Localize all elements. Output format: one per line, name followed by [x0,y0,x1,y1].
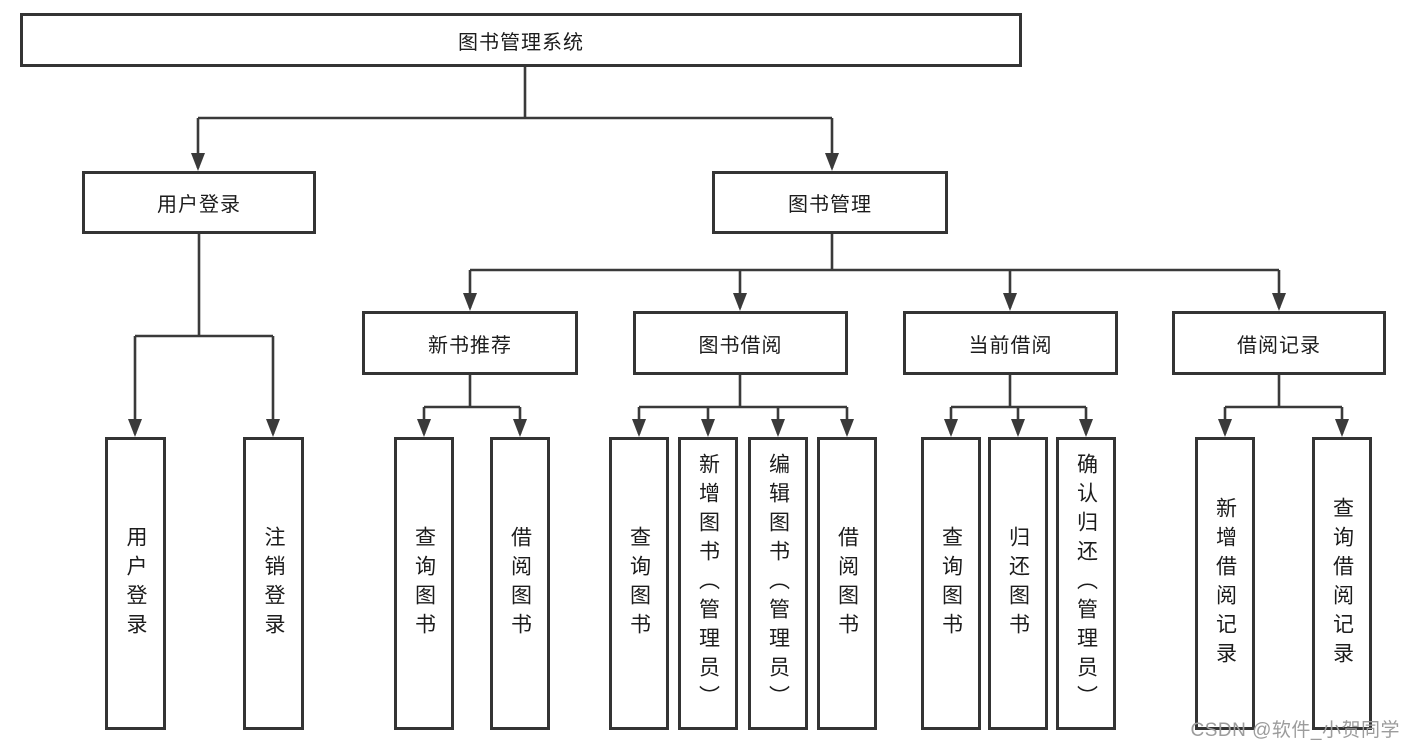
leaf-borrow-books: 借阅图书 [817,437,877,730]
node-book-borrowing: 图书借阅 [633,311,848,375]
node-label: 新书推荐 [428,334,512,357]
node-label: 查询图书 [412,525,436,642]
node-label: 新增借阅记录 [1213,496,1237,671]
node-book-management: 图书管理 [712,171,948,234]
node-borrowing-records: 借阅记录 [1172,311,1386,375]
node-label: 确认归还（管理员） [1074,453,1098,714]
csdn-watermark: CSDN @软件_小贺同学 [1190,720,1400,741]
leaf-query-books-borrowing: 查询图书 [609,437,669,730]
leaf-query-books-current: 查询图书 [921,437,981,730]
node-label: 注销登录 [262,525,285,642]
node-user-login: 用户登录 [82,171,316,234]
node-label: 用户登录 [124,525,147,642]
node-label: 借阅图书 [508,525,532,642]
leaf-confirm-return-admin: 确认归还（管理员） [1056,437,1116,730]
node-label: 编辑图书（管理员） [766,453,790,714]
node-label: 当前借阅 [968,334,1053,357]
node-label: 借阅图书 [835,525,859,642]
node-new-book-recommendation: 新书推荐 [362,311,578,375]
leaf-borrow-books-recommend: 借阅图书 [490,437,550,730]
arrowheads [128,153,1349,437]
leaf-query-books-recommend: 查询图书 [394,437,454,730]
leaf-return-books: 归还图书 [988,437,1048,730]
node-label: 查询图书 [627,525,651,642]
node-label: 归还图书 [1006,525,1030,642]
node-label: 新增图书（管理员） [696,453,720,714]
node-library-management-system: 图书管理系统 [20,13,1022,67]
leaf-add-borrow-record: 新增借阅记录 [1195,437,1255,730]
node-label: 用户登录 [157,194,241,216]
node-label: 图书借阅 [698,334,783,357]
leaf-add-books-admin: 新增图书（管理员） [678,437,738,730]
node-label: 查询图书 [939,525,963,642]
node-label: 图书管理 [788,194,872,216]
node-label: 图书管理系统 [458,31,584,54]
leaf-edit-books-admin: 编辑图书（管理员） [748,437,808,730]
node-label: 查询借阅记录 [1330,496,1354,671]
leaf-logout: 注销登录 [243,437,304,730]
node-current-borrowing: 当前借阅 [903,311,1118,375]
leaf-user-login: 用户登录 [105,437,166,730]
node-label: 借阅记录 [1237,334,1321,357]
leaf-query-borrow-record: 查询借阅记录 [1312,437,1372,730]
